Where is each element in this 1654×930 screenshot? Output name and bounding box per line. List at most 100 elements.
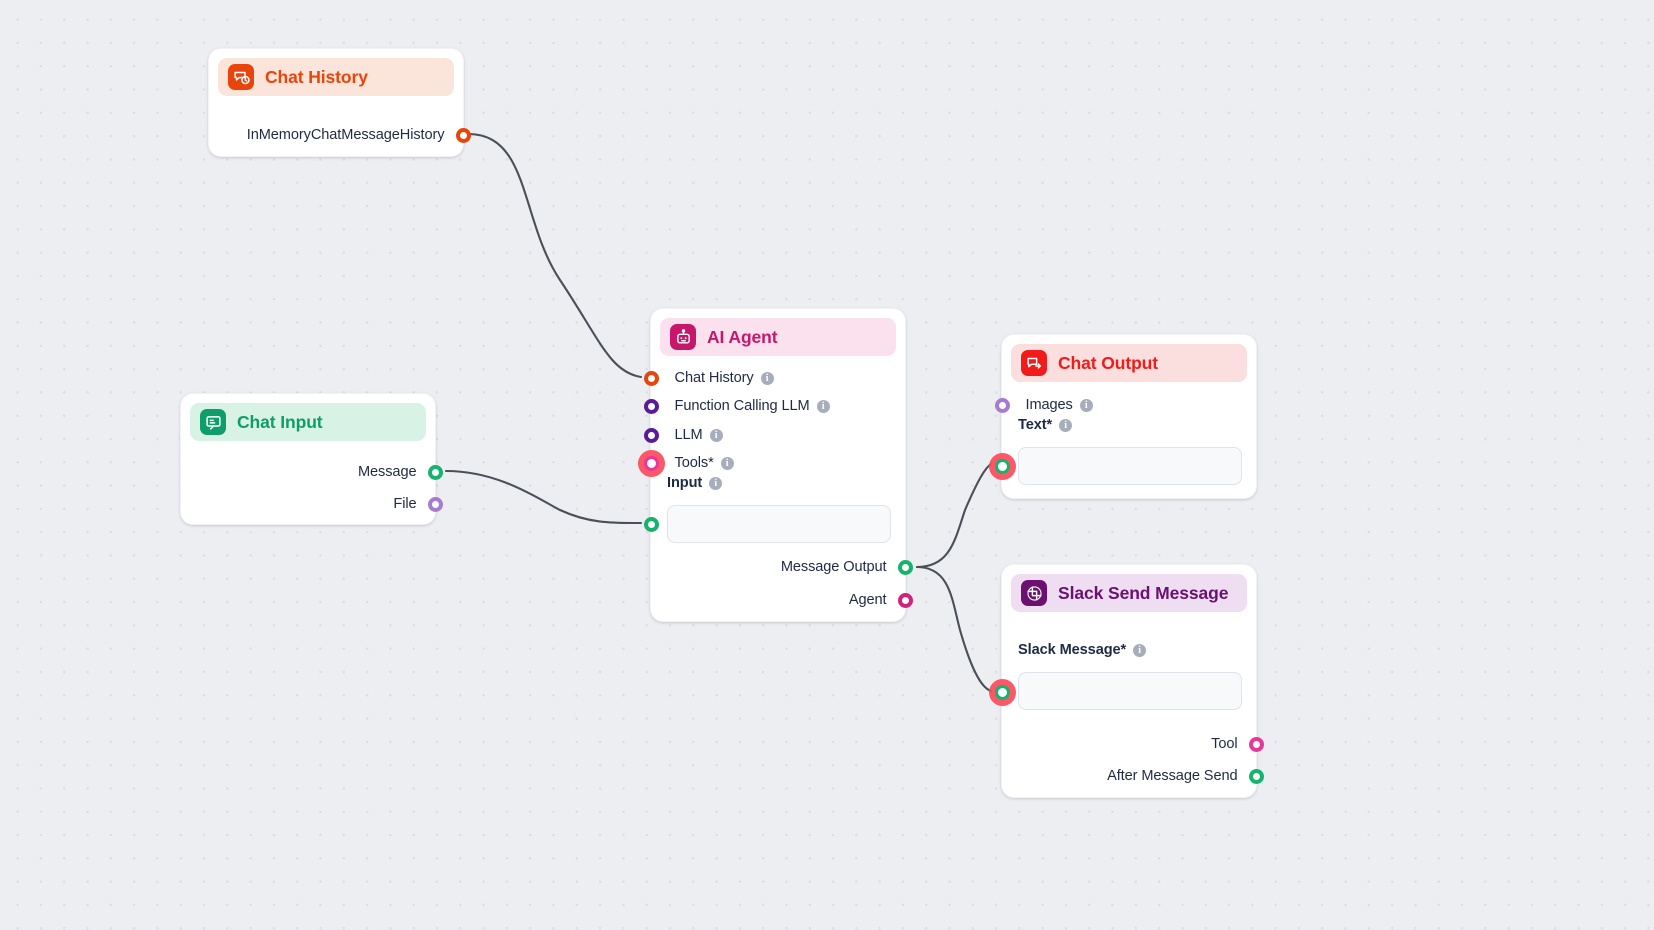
port-label: Images <box>1025 397 1073 413</box>
port-llm[interactable] <box>643 427 659 443</box>
output-port-row-agent[interactable]: Agent <box>848 589 913 611</box>
node-title: Slack Send Message <box>1058 582 1229 603</box>
port-label: Tools* <box>674 455 714 471</box>
port-chat-history-dot[interactable] <box>643 370 659 386</box>
info-icon[interactable]: i <box>720 456 734 470</box>
output-port-row-message-output[interactable]: Message Output <box>781 556 913 578</box>
input-port-row-tools[interactable]: Tools* i <box>637 449 734 477</box>
info-icon[interactable]: i <box>1133 643 1147 657</box>
port-label: InMemoryChatMessageHistory <box>246 127 445 143</box>
info-icon[interactable]: i <box>1079 398 1093 412</box>
port-label: LLM <box>674 427 703 443</box>
port-function-calling-llm-dot[interactable] <box>643 398 659 414</box>
port-label: Function Calling LLM <box>674 398 810 414</box>
info-icon[interactable]: i <box>816 399 830 413</box>
edge-agent-to-slack[interactable] <box>915 565 993 693</box>
port-label: Agent <box>848 592 887 608</box>
output-port-row-tool[interactable]: Tool <box>1211 733 1264 755</box>
node-header[interactable]: Chat Input <box>190 403 426 441</box>
edge-chat-history-to-agent[interactable] <box>466 132 643 379</box>
field-input-input[interactable] <box>667 505 891 543</box>
port-images[interactable] <box>994 397 1010 413</box>
port-file[interactable] <box>427 496 443 512</box>
node-title: Chat Input <box>237 411 323 432</box>
field-label-text: Input <box>667 475 703 491</box>
info-icon[interactable]: i <box>1059 418 1073 432</box>
node-body: InMemoryChatMessageHistory <box>209 49 471 156</box>
port-input[interactable] <box>643 516 659 532</box>
node-title: Chat Output <box>1058 352 1158 373</box>
port-message-dot[interactable] <box>427 464 443 480</box>
info-icon[interactable]: i <box>760 371 774 385</box>
info-icon[interactable]: i <box>709 476 723 490</box>
port-label: File <box>393 496 417 512</box>
field-label-text: Slack Message* <box>1018 642 1127 658</box>
output-port-row-inmemorychatmessagehistory[interactable]: InMemoryChatMessageHistory <box>246 124 471 146</box>
port-label: Tool <box>1211 736 1238 752</box>
port-tool[interactable] <box>1248 736 1264 752</box>
port-chat-history[interactable] <box>643 370 659 386</box>
input-port-row-function-calling-llm[interactable]: Function Calling LLM i <box>643 395 830 417</box>
node-header[interactable]: Chat Output <box>1011 344 1247 382</box>
port-input-dot[interactable] <box>643 516 659 532</box>
port-after-message-send-dot[interactable] <box>1248 768 1264 784</box>
node-header[interactable]: Chat History <box>218 58 454 96</box>
input-port-row-chat-history[interactable]: Chat History i <box>643 367 774 389</box>
output-port-row-message[interactable]: Message <box>357 461 443 483</box>
node-title: AI Agent <box>707 326 778 347</box>
port-tools-dot[interactable] <box>643 455 659 471</box>
port-tools[interactable] <box>637 449 665 477</box>
port-function-calling-llm[interactable] <box>643 398 659 414</box>
port-slack-message-dot[interactable] <box>994 684 1010 700</box>
port-inmemorychatmessagehistory[interactable] <box>455 127 471 143</box>
info-icon[interactable]: i <box>709 428 723 442</box>
node-header[interactable]: Slack Send Message <box>1011 574 1247 612</box>
port-llm-dot[interactable] <box>643 427 659 443</box>
field-port-row-slack-message[interactable] <box>988 678 1016 706</box>
port-text-dot[interactable] <box>994 458 1010 474</box>
port-agent[interactable] <box>897 592 913 608</box>
field-port-row-text[interactable] <box>988 452 1016 480</box>
input-port-row-llm[interactable]: LLM i <box>643 424 723 446</box>
port-after-message-send[interactable] <box>1248 768 1264 784</box>
field-label-text: Text*i <box>1018 417 1073 433</box>
port-inmemorychatmessagehistory-dot[interactable] <box>455 127 471 143</box>
port-message-output-dot[interactable] <box>897 559 913 575</box>
output-port-row-file[interactable]: File <box>393 493 443 515</box>
output-port-row-after-message-send[interactable]: After Message Send <box>1107 765 1264 787</box>
node-title: Chat History <box>265 66 368 87</box>
port-label: Message <box>357 464 417 480</box>
edge-agent-to-chat-output[interactable] <box>915 462 993 569</box>
chat-input-icon <box>200 409 226 435</box>
port-file-dot[interactable] <box>427 496 443 512</box>
ai-agent-icon <box>670 324 696 350</box>
field-port-row-input[interactable] <box>643 513 659 535</box>
port-message-output[interactable] <box>897 559 913 575</box>
port-label: Chat History <box>674 370 754 386</box>
port-agent-dot[interactable] <box>897 592 913 608</box>
slack-icon <box>1021 580 1047 606</box>
field-label-slack-message: Slack Message* i <box>1018 642 1147 658</box>
port-message[interactable] <box>427 464 443 480</box>
node-header[interactable]: AI Agent <box>660 318 896 356</box>
port-images-dot[interactable] <box>994 397 1010 413</box>
edge-chat-input-to-agent-input[interactable] <box>444 469 643 525</box>
port-label: After Message Send <box>1107 768 1238 784</box>
port-tool-dot[interactable] <box>1248 736 1264 752</box>
field-input-slack-message[interactable] <box>1018 672 1242 710</box>
port-text[interactable] <box>988 452 1016 480</box>
port-slack-message[interactable] <box>988 678 1016 706</box>
field-input-text[interactable] <box>1018 447 1242 485</box>
